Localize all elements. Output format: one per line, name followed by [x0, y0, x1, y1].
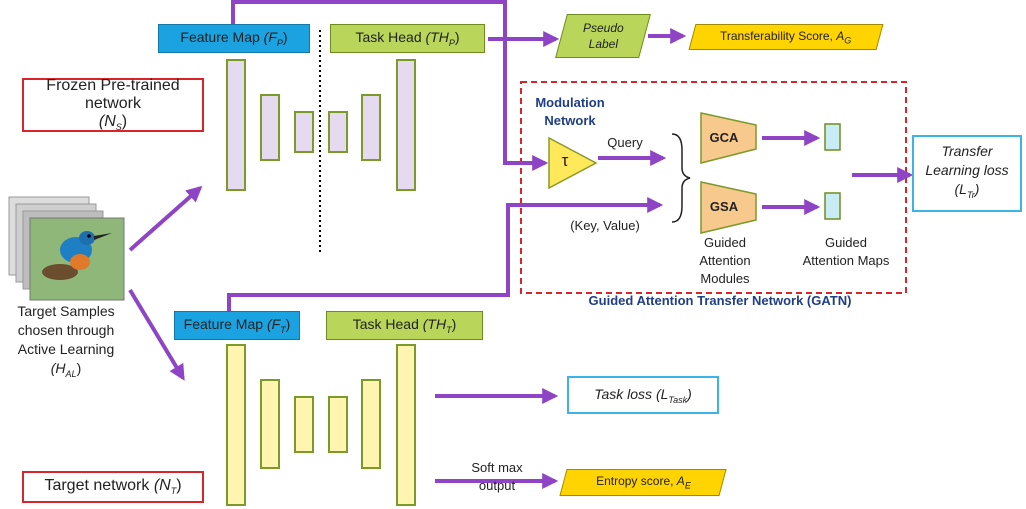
target-layer-3 [294, 396, 314, 453]
task-loss-box: Task loss (LTask) [567, 376, 719, 414]
gsa-label: GSA [709, 199, 739, 214]
gsa-block [700, 181, 757, 234]
gatn-title: Guided Attention Transfer Network (GATN) [588, 293, 852, 308]
arrow-samples-to-target [128, 288, 185, 381]
tau-triangle [548, 136, 598, 190]
target-network-label: Target network (NT) [22, 471, 204, 503]
gatn-region [520, 81, 907, 294]
target-network-layers [226, 344, 416, 506]
target-layer-5 [361, 379, 381, 469]
task-head-t: Task Head (THT) [326, 311, 483, 340]
gca-label: GCA [709, 130, 739, 145]
gsa-attention-map [824, 192, 841, 220]
target-layer-2 [260, 379, 280, 469]
route-target-feature-to-gsa [227, 197, 664, 312]
gca-attention-map [824, 123, 841, 151]
target-samples-image [8, 196, 125, 301]
feature-map-t: Feature Map (FT) [174, 311, 300, 340]
arrow-samples-to-frozen [128, 185, 203, 252]
tau-symbol: τ [561, 151, 569, 170]
target-layer-1 [226, 344, 246, 506]
target-layer-6 [396, 344, 416, 506]
gca-block [700, 112, 757, 164]
frozen-layer-5 [361, 94, 381, 161]
frozen-layer-1 [226, 59, 246, 191]
attention-brace [671, 133, 691, 223]
route-frozen-feature-to-tau [231, 0, 549, 171]
frozen-layer-4 [328, 111, 348, 153]
feature-map-p: Feature Map (FP) [158, 24, 310, 53]
task-head-p: Task Head (THP) [330, 24, 485, 53]
frozen-layer-6 [396, 59, 416, 191]
transferability-score-box: Transferability Score, AG [688, 24, 884, 50]
frozen-layer-2 [260, 94, 280, 161]
frozen-network-label: Frozen Pre-trained network(NS) [22, 77, 204, 133]
entropy-score-box: Entropy score, AE [559, 469, 727, 496]
key-value-label: (Key, Value) [570, 218, 640, 233]
target-layer-4 [328, 396, 348, 453]
frozen-network-layers [226, 59, 416, 191]
frozen-layer-3 [294, 111, 314, 153]
query-label: Query [607, 135, 643, 150]
